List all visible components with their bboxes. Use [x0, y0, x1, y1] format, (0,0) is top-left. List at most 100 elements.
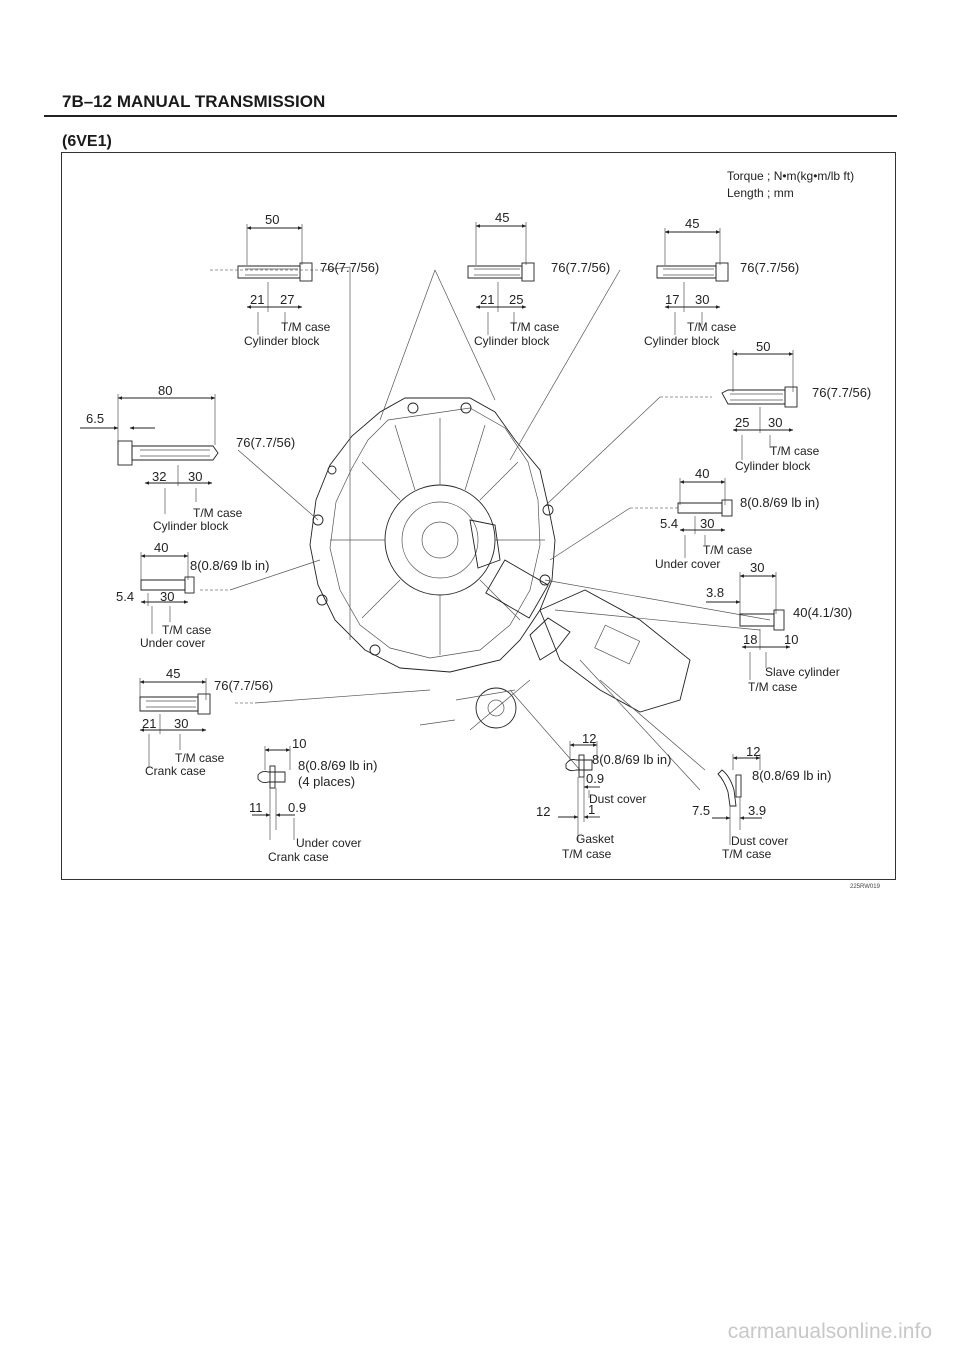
b5-d1: 32 [152, 469, 166, 484]
b12-torque: 8(0.8/69 lb in) [752, 768, 832, 783]
b5-label2: Cylinder block [153, 519, 229, 533]
bolt-callout-11: 12 8(0.8/69 lb in) 0.9 Dust cover 12 1 G… [536, 731, 672, 861]
b4-d1: 25 [735, 415, 749, 430]
b6-torque: 8(0.8/69 lb in) [740, 495, 820, 510]
b8-length: 30 [750, 560, 764, 575]
b9-d1: 21 [142, 716, 156, 731]
b10-label2: Crank case [268, 850, 329, 864]
b3-label2: Cylinder block [644, 334, 720, 348]
b7-d1: 5.4 [116, 589, 134, 604]
b1-label1: T/M case [281, 320, 331, 334]
b12-label1: Dust cover [731, 834, 788, 848]
b9-length: 45 [166, 666, 180, 681]
b5-label1: T/M case [193, 506, 243, 520]
legend-torque: Torque ; N•m(kg•m/lb ft) [727, 169, 854, 183]
b11-d2: 1 [588, 802, 595, 817]
b6-d2: 30 [700, 516, 714, 531]
bolt-callout-4: 50 76(7.7/56) 25 30 T/M case Cylinder bl… [721, 339, 871, 473]
legend-length: Length ; mm [727, 186, 794, 200]
b12-d2: 3.9 [748, 803, 766, 818]
bolt-callout-9: 45 76(7.7/56) 21 30 T/M case Crank case [139, 666, 273, 778]
b8-torque: 40(4.1/30) [793, 605, 852, 620]
b8-label2: T/M case [748, 680, 798, 694]
b3-d2: 30 [695, 292, 709, 307]
figure-code: 225RW019 [850, 884, 880, 890]
b5-d2: 30 [188, 469, 202, 484]
b3-d1: 17 [665, 292, 679, 307]
b1-length: 50 [265, 212, 279, 227]
b7-label1: T/M case [162, 623, 212, 637]
b7-d2: 30 [160, 589, 174, 604]
b6-d1: 5.4 [660, 516, 678, 531]
b6-label2: Under cover [655, 557, 720, 571]
b7-length: 40 [154, 540, 168, 555]
b10-d2: 0.9 [288, 800, 306, 815]
b2-label1: T/M case [510, 320, 560, 334]
b11-d1: 12 [536, 804, 550, 819]
b6-length: 40 [695, 466, 709, 481]
b8-label1: Slave cylinder [765, 665, 840, 679]
b5-length: 80 [158, 383, 172, 398]
release-fork [455, 679, 531, 731]
b10-places: (4 places) [298, 774, 355, 789]
b9-label1: T/M case [175, 751, 225, 765]
b2-label2: Cylinder block [474, 334, 550, 348]
title-rule [44, 115, 897, 117]
b11-torque: 8(0.8/69 lb in) [592, 752, 672, 767]
page-title: 7B–12 MANUAL TRANSMISSION [62, 92, 326, 111]
transmission-housing [309, 397, 556, 673]
b8-d1: 18 [743, 632, 757, 647]
b2-d2: 25 [509, 292, 523, 307]
b2-torque: 76(7.7/56) [551, 260, 610, 275]
bolt-callout-10: 10 8(0.8/69 lb in) (4 places) 11 0.9 Und… [249, 736, 378, 864]
b3-torque: 76(7.7/56) [740, 260, 799, 275]
watermark: carmanualsonline.info [727, 1320, 932, 1343]
bolt-callout-7: 40 8(0.8/69 lb in) 5.4 30 T/M case Under… [116, 540, 270, 650]
b1-torque: 76(7.7/56) [320, 260, 379, 275]
b11-length: 12 [582, 731, 596, 746]
b1-label2: Cylinder block [244, 334, 320, 348]
b7-torque: 8(0.8/69 lb in) [190, 558, 270, 573]
b9-d2: 30 [174, 716, 188, 731]
b1-d2: 27 [280, 292, 294, 307]
b7-label2: Under cover [140, 636, 205, 650]
slave-cylinder-assembly [529, 589, 691, 713]
b4-torque: 76(7.7/56) [812, 385, 871, 400]
bolt-callout-5: 80 6.5 76(7.7/56) 32 30 T/M case Cylinde… [80, 383, 295, 533]
b10-d1: 11 [249, 800, 263, 815]
diagram-frame [61, 152, 896, 880]
bolt-callout-6: 40 8(0.8/69 lb in) 5.4 30 T/M case Under… [655, 466, 820, 571]
b4-d2: 30 [768, 415, 782, 430]
b12-d1: 7.5 [692, 803, 710, 818]
b10-length: 10 [292, 736, 306, 751]
b11-label1: Gasket [576, 832, 615, 846]
b9-torque: 76(7.7/56) [214, 678, 273, 693]
b2-length: 45 [495, 210, 509, 225]
b10-label1: Under cover [296, 836, 361, 850]
b5-offset: 6.5 [86, 411, 104, 426]
leader-lines [200, 266, 771, 791]
b1-d1: 21 [250, 292, 264, 307]
b11-label2: T/M case [562, 847, 612, 861]
b11-d0: 0.9 [586, 771, 604, 786]
bolt-callout-1: 50 76(7.7/56) 21 27 T/M case Cylinder bl… [237, 212, 379, 348]
b4-label2: Cylinder block [735, 459, 811, 473]
b12-label2: T/M case [722, 847, 772, 861]
b3-length: 45 [685, 216, 699, 231]
b4-length: 50 [756, 339, 770, 354]
b10-torque: 8(0.8/69 lb in) [298, 758, 378, 773]
bolt-callout-3: 45 76(7.7/56) 17 30 T/M case Cylinder bl… [644, 216, 799, 348]
b11-label0: Dust cover [589, 792, 646, 806]
b4-label1: T/M case [770, 444, 820, 458]
b2-d1: 21 [480, 292, 494, 307]
b6-label1: T/M case [703, 543, 753, 557]
variant-label: (6VE1) [62, 133, 112, 150]
bolt-callout-12: 12 8(0.8/69 lb in) 7.5 3.9 Dust cover T/… [692, 744, 832, 861]
b8-d2: 10 [784, 632, 798, 647]
bolt-callout-8: 30 3.8 40(4.1/30) 18 10 Slave cylinder T… [706, 560, 852, 694]
b8-offset: 3.8 [706, 585, 724, 600]
b12-length: 12 [746, 744, 760, 759]
b9-label2: Crank case [145, 764, 206, 778]
bolt-callout-2: 45 76(7.7/56) 21 25 T/M case Cylinder bl… [467, 210, 610, 348]
